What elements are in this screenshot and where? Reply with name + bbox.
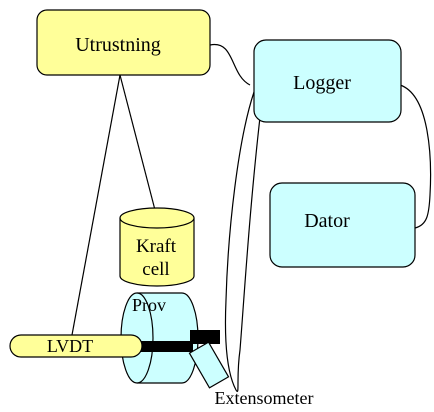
cable-utrustning-logger [209,44,251,86]
utrustning-node[interactable]: Utrustning [36,9,211,76]
kraftcell-label-line2: cell [142,259,169,280]
utrustning-links [71,74,156,336]
kraftcell-node[interactable]: Kraft cell [119,207,195,287]
extensometer-arm [190,330,220,344]
extensometer-node[interactable] [188,341,230,389]
dator-label: Dator [304,210,350,232]
logger-label: Logger [293,72,351,94]
utrustning-box [36,9,211,76]
logger-node[interactable]: Logger [253,39,402,123]
prov-label: Prov [132,295,166,315]
link-utrustning-lvdt [71,74,121,336]
dator-node[interactable]: Dator [269,182,416,268]
kraftcell-top [119,207,195,229]
lvdt-label: LVDT [47,336,93,356]
kraftcell-body [119,218,195,287]
kraftcell-label-line1: Kraft [136,236,177,257]
lvdt-rod [125,341,193,352]
cable-logger-extensometer [224,91,263,393]
logger-box [253,39,402,123]
lvdt-capsule [9,334,143,358]
lvdt-node[interactable]: LVDT [9,334,143,358]
link-utrustning-kraftcell [119,74,156,211]
dator-box [269,182,416,268]
extensometer-block [188,341,230,389]
extensometer-label: Extensometer [215,388,314,408]
utrustning-label: Utrustning [75,34,161,56]
cable-logger-dator [399,84,432,229]
